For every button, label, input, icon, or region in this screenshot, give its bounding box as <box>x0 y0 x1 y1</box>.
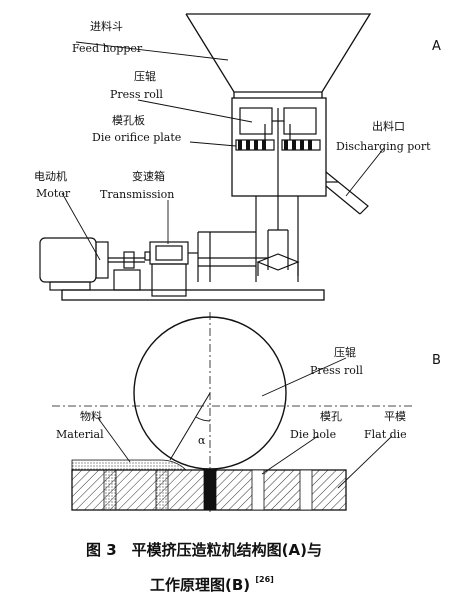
leader-lines-b <box>97 357 393 489</box>
label-flat-die-en: Flat die <box>364 428 407 441</box>
label-discharging-port-cn: 出料口 <box>372 119 405 133</box>
feed-hopper <box>185 13 372 98</box>
label-transmission-en: Transmission <box>100 188 174 201</box>
label-material-en: Material <box>56 428 104 441</box>
label-material-cn: 物料 <box>80 409 102 423</box>
label-flat-die-cn: 平模 <box>384 410 406 423</box>
label-die-hole-en: Die hole <box>290 428 336 441</box>
label-motor-en: Motor <box>36 187 71 200</box>
label-motor-cn: 电动机 <box>34 169 67 183</box>
transmission-box <box>144 241 198 297</box>
caption-reference: [26] <box>255 575 273 584</box>
panel-label-a: A <box>432 39 441 54</box>
label-feed-hopper-en: Feed hopper <box>72 42 143 55</box>
machine-housing <box>231 97 327 197</box>
angle-construction <box>169 392 211 461</box>
label-alpha: α <box>198 434 206 447</box>
drive-shaft <box>197 231 268 282</box>
label-press-roll-b-en: Press roll <box>310 364 363 377</box>
flat-die <box>71 469 347 511</box>
label-die-hole-cn: 模孔 <box>320 410 342 423</box>
base-frame <box>61 289 325 301</box>
bevel-gear <box>256 253 300 276</box>
press-roll-pair-a <box>239 107 317 230</box>
label-press-roll-a-en: Press roll <box>110 88 163 101</box>
caption-line-2: 工作原理图(B) [26] <box>150 575 274 594</box>
material-layer <box>71 459 187 471</box>
label-die-orifice-plate-cn: 模孔板 <box>112 113 145 127</box>
label-press-roll-b-cn: 压辊 <box>334 345 356 359</box>
label-transmission-cn: 变速箱 <box>132 169 165 183</box>
discharging-port <box>325 171 369 215</box>
caption-line-2-main: 工作原理图(B) <box>150 576 250 594</box>
label-discharging-port-en: Discharging port <box>336 140 431 153</box>
caption-line-1: 图 3 平模挤压造粒机结构图(A)与 <box>86 541 322 559</box>
panel-label-b: B <box>432 353 441 368</box>
die-orifice-plate-a <box>235 139 321 151</box>
label-die-orifice-plate-en: Die orifice plate <box>92 131 181 144</box>
label-feed-hopper-cn: 进料斗 <box>90 19 123 33</box>
label-press-roll-a-cn: 压辊 <box>134 69 156 83</box>
motor <box>39 237 145 291</box>
leader-lines-a <box>61 41 385 261</box>
